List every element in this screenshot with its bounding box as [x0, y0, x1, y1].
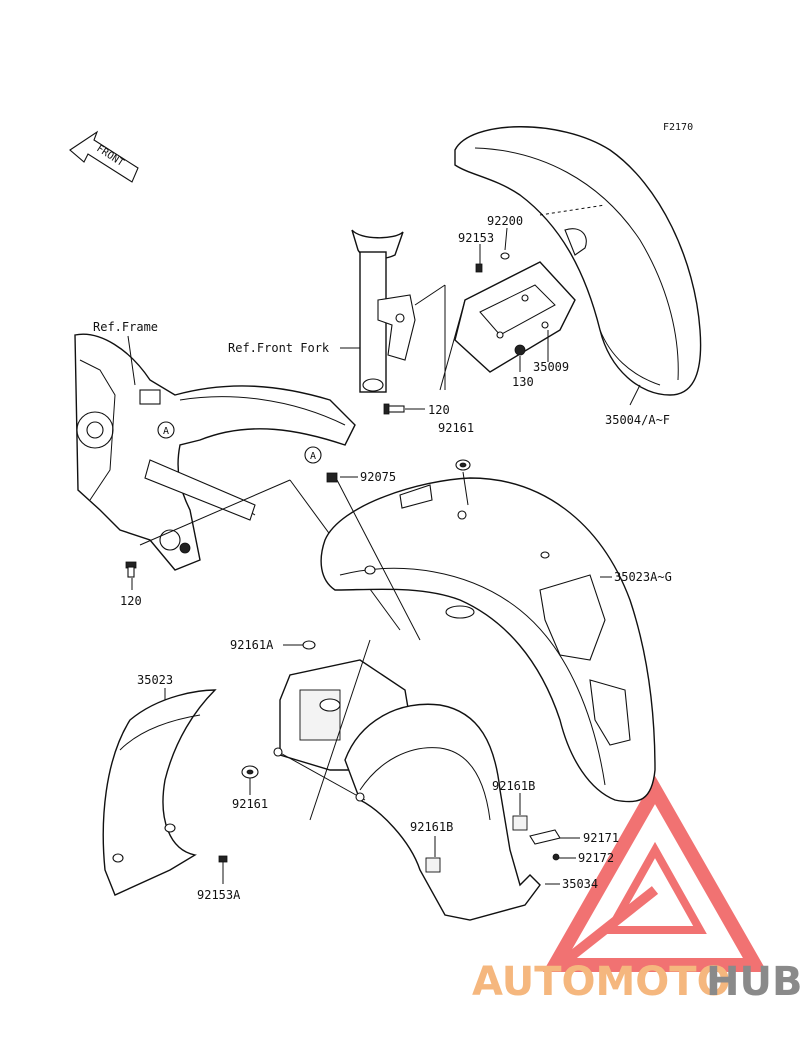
- part-label-35034: 35034: [562, 877, 598, 891]
- part-label-92172: 92172: [578, 851, 614, 865]
- washer-92200-drawing: [500, 252, 510, 260]
- part-label-92171: 92171: [583, 831, 619, 845]
- pad-92161b-left-drawing: [425, 857, 441, 873]
- watermark-text-automoto: AUTOMOTO: [472, 959, 731, 1005]
- watermark-logo-text: AUTOMOTO HUB: [472, 959, 800, 1005]
- svg-text:A: A: [163, 426, 169, 437]
- grommet-92161-top-drawing: [455, 459, 471, 506]
- svg-text:A: A: [310, 451, 316, 462]
- part-label-92200: 92200: [487, 214, 523, 228]
- fastener-92172-drawing: [552, 853, 560, 861]
- bolt-92153-drawing: [475, 263, 483, 273]
- ref-frame-label: Ref.Frame: [93, 320, 158, 334]
- part-label-92161a: 92161A: [230, 638, 274, 652]
- leader-lines: [127, 227, 641, 885]
- ref-front-fork-label: Ref.Front Fork: [228, 341, 330, 355]
- watermark-text-hub: HUB: [706, 959, 800, 1005]
- part-label-92153a: 92153A: [197, 888, 241, 902]
- bolt-120-top-drawing: [383, 403, 405, 415]
- fender-bracket-drawing: [439, 261, 576, 391]
- damper-92075-drawing: [326, 472, 421, 641]
- part-label-92161b-left: 92161B: [410, 820, 453, 834]
- frame-drawing: [74, 333, 401, 631]
- part-label-92153: 92153: [458, 231, 494, 245]
- part-label-35009: 35009: [533, 360, 569, 374]
- bolt-92153a-drawing: [218, 855, 228, 863]
- part-label-130: 130: [512, 375, 534, 389]
- marker-a-lower: A: [304, 446, 322, 464]
- part-label-35004: 35004/A~F: [605, 413, 670, 427]
- marker-a-upper: A: [157, 421, 175, 439]
- part-label-92075: 92075: [360, 470, 396, 484]
- clamp-92171-drawing: [529, 829, 561, 845]
- grommet-92161a-drawing: [302, 640, 316, 650]
- side-cover-35023-drawing: [102, 689, 217, 896]
- watermark-logo-triangle: [542, 775, 768, 972]
- part-label-120-top: 120: [428, 403, 450, 417]
- nut-130-drawing: [514, 344, 526, 356]
- part-label-92161b-right: 92161B: [492, 779, 535, 793]
- part-label-92161-bottom: 92161: [232, 797, 268, 811]
- part-label-120-left: 120: [120, 594, 142, 608]
- front-fork-drawing: [351, 229, 446, 393]
- grommet-92161-bottom-drawing: [241, 765, 259, 779]
- figure-code: F2170: [663, 122, 693, 133]
- part-label-92161-top: 92161: [438, 421, 474, 435]
- rear-fender-drawing: [320, 477, 656, 803]
- pad-92161b-right-drawing: [512, 815, 528, 831]
- front-arrow-icon: FRONT: [69, 130, 139, 183]
- inner-fender-drawing: [273, 639, 541, 921]
- part-label-35023ag: 35023A~G: [614, 570, 672, 584]
- part-label-35023: 35023: [137, 673, 173, 687]
- bolt-120-left-drawing: [125, 561, 137, 578]
- front-fender-drawing: [454, 126, 702, 396]
